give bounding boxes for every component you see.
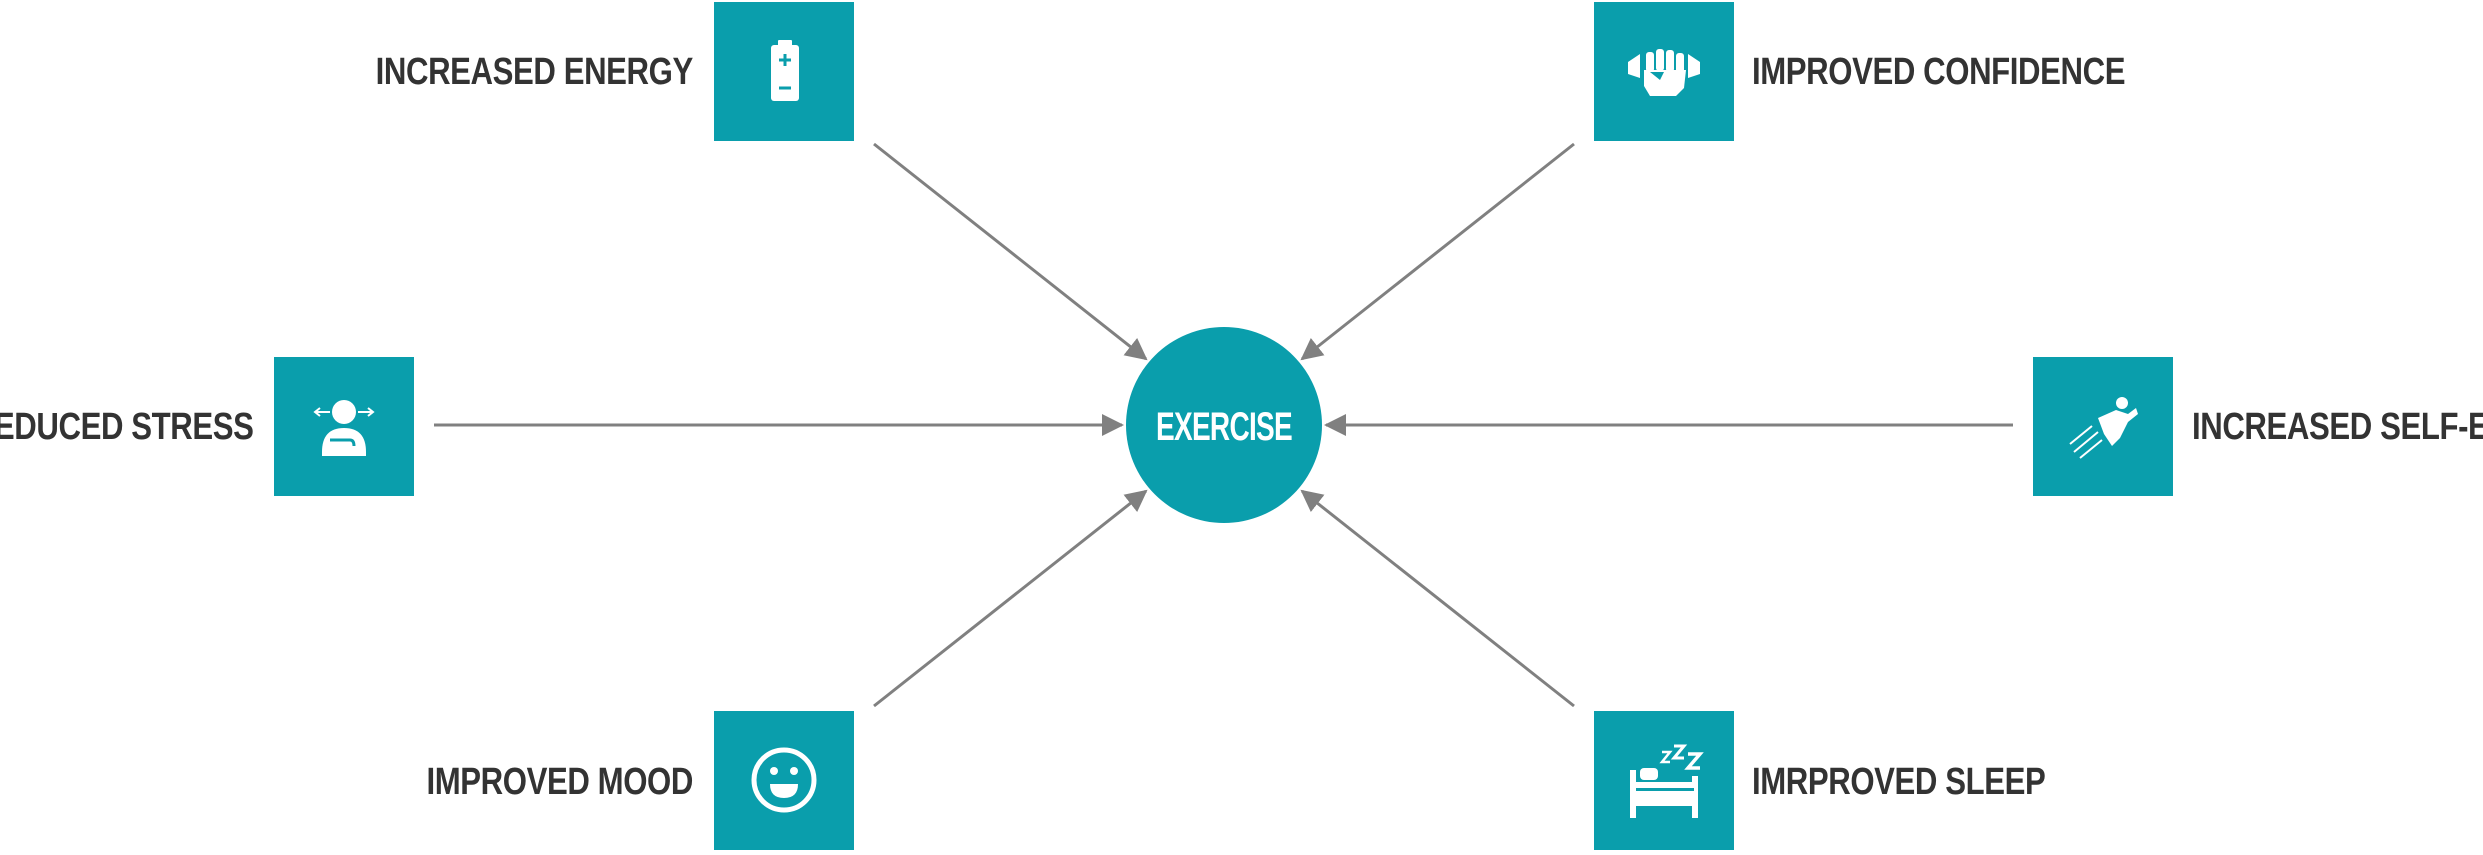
arrow-increased-energy — [873, 142, 1148, 361]
icon-box — [714, 711, 854, 850]
node-label-improved-mood: IMPROVED MOOD — [426, 761, 694, 803]
node-improved-mood — [714, 711, 854, 850]
node-label-improved-confidence: IMPROVED CONFIDENCE — [1752, 51, 2126, 93]
arrow-improved-mood — [873, 489, 1148, 708]
node-improved-confidence — [1594, 2, 1734, 141]
bed-zzz-icon — [1630, 744, 1704, 818]
node-increased-self-esteem — [2033, 357, 2173, 496]
center-node: EXERCISE — [1126, 327, 1322, 523]
raised-fist-icon — [1628, 49, 1700, 96]
relaxed-person-icon — [313, 400, 375, 456]
center-circle — [1126, 327, 1322, 523]
node-label-improved-sleep: IMRPROVED SLEEP — [1752, 761, 2046, 803]
node-improved-sleep — [1594, 711, 1734, 850]
arrow-improved-sleep — [1300, 489, 1575, 708]
center-label: EXERCISE — [1156, 405, 1292, 449]
node-label-increased-energy: INCREASED ENERGY — [375, 51, 694, 93]
node-reduced-stress — [274, 357, 414, 496]
flying-hero-icon — [2069, 397, 2138, 459]
node-increased-energy — [714, 2, 854, 141]
icon-box — [1594, 711, 1734, 850]
node-label-increased-self-esteem: INCREASED SELF-ESTEEM — [2192, 406, 2483, 448]
battery-icon — [771, 40, 799, 101]
arrow-improved-confidence — [1300, 142, 1575, 361]
smiley-face-icon — [751, 747, 817, 813]
icon-box — [274, 357, 414, 496]
node-label-reduced-stress: REDUCED STRESS — [0, 406, 253, 448]
